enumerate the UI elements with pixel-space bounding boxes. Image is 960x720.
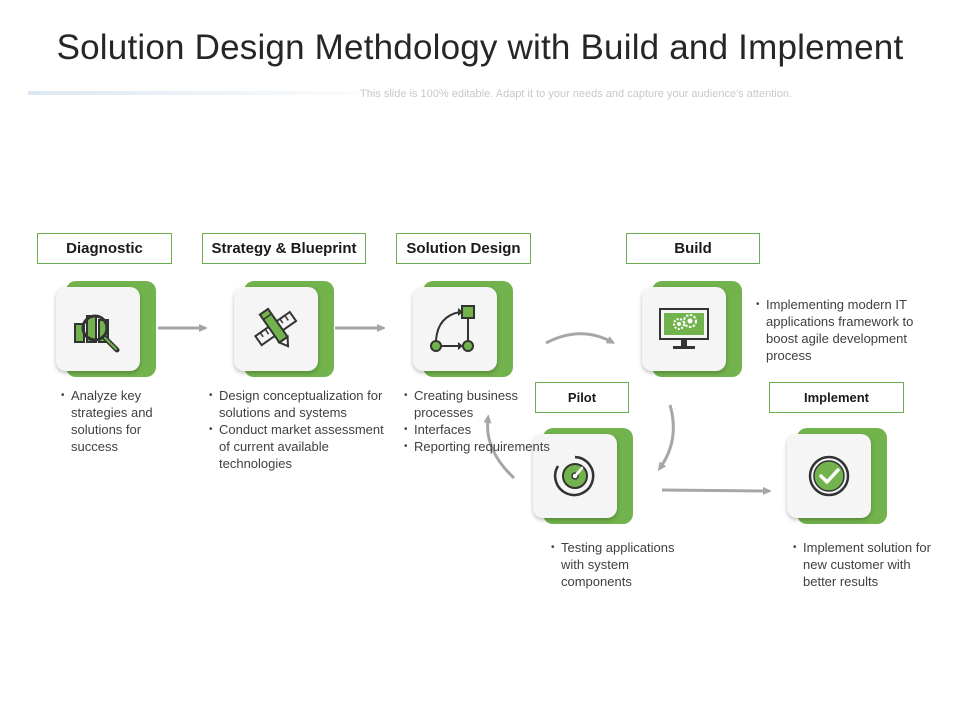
card-strategy-blueprint xyxy=(234,281,334,377)
bullets-diagnostic: Analyze key strategies and solutions for… xyxy=(61,387,171,455)
card-implement xyxy=(787,428,887,524)
flow-nodes-icon xyxy=(430,305,475,352)
card-solution-design xyxy=(413,281,513,377)
label-solution-design: Solution Design xyxy=(396,233,531,264)
page-title: Solution Design Methdology with Build an… xyxy=(56,28,904,67)
card-build xyxy=(642,281,742,377)
card-diagnostic xyxy=(56,281,156,377)
check-circle-icon xyxy=(808,455,850,497)
list-item: Implementing modern IT applications fram… xyxy=(756,296,926,364)
arrow-build-to-pilot xyxy=(660,404,675,468)
list-item: Creating business processes xyxy=(404,387,572,421)
arrow-design-to-build xyxy=(545,332,612,345)
bullets-build: Implementing modern IT applications fram… xyxy=(756,296,926,364)
page-subtitle: This slide is 100% editable. Adapt it to… xyxy=(360,88,792,100)
list-item: Testing applications with system compone… xyxy=(551,539,696,590)
bullets-implement: Implement solution for new customer with… xyxy=(793,539,933,590)
list-item: Conduct market assessment of current ava… xyxy=(209,421,389,472)
bullets-solution-design: Creating business processes Interfaces R… xyxy=(404,387,572,455)
list-item: Interfaces xyxy=(404,421,572,438)
list-item: Design conceptualization for solutions a… xyxy=(209,387,389,421)
label-strategy-blueprint: Strategy & Blueprint xyxy=(202,233,366,264)
list-item: Implement solution for new customer with… xyxy=(793,539,933,590)
list-item: Analyze key strategies and solutions for… xyxy=(61,387,171,455)
subtitle-decor-bar xyxy=(28,91,408,95)
chart-magnifier-icon xyxy=(74,314,120,353)
bullets-pilot: Testing applications with system compone… xyxy=(551,539,696,590)
arrow-pilot-to-implement xyxy=(661,490,768,491)
pencil-ruler-icon xyxy=(253,307,298,348)
gauge-icon xyxy=(553,455,595,497)
bullets-strategy-blueprint: Design conceptualization for solutions a… xyxy=(209,387,389,472)
label-diagnostic: Diagnostic xyxy=(37,233,172,264)
monitor-gears-icon xyxy=(659,308,709,349)
label-implement: Implement xyxy=(769,382,904,413)
list-item: Reporting requirements xyxy=(404,438,572,455)
label-build: Build xyxy=(626,233,760,264)
